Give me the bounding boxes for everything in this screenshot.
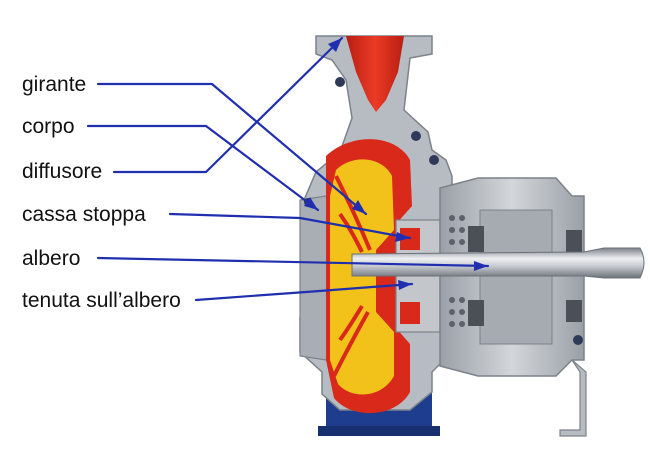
arrowhead-girante xyxy=(352,200,366,214)
arrowhead-corpo xyxy=(304,197,318,210)
pump-base-plate xyxy=(318,426,440,436)
leader-diffusore xyxy=(112,36,344,174)
leader-arrowheads xyxy=(304,38,488,290)
label-girante: girante xyxy=(22,73,86,96)
shaft xyxy=(351,247,645,279)
leader-albero xyxy=(96,256,490,268)
leader-girante xyxy=(96,82,368,216)
seal-ring-bottom xyxy=(400,302,420,324)
discharge-nozzle xyxy=(346,36,404,112)
leader-lines xyxy=(86,36,490,302)
arrowhead-albero xyxy=(474,261,488,271)
arrowhead-diffusore xyxy=(328,38,342,52)
support-bracket xyxy=(559,359,587,437)
arrowhead-cassa-stoppa xyxy=(395,232,410,242)
bearing-front-bottom xyxy=(468,300,484,326)
label-albero: albero xyxy=(22,247,80,270)
leader-corpo xyxy=(86,124,320,212)
bearing-ring-holes xyxy=(449,215,465,327)
label-diffusore: diffusore xyxy=(22,160,102,183)
bearing-rear-bottom xyxy=(566,300,582,322)
impeller xyxy=(330,159,394,395)
leader-tenuta xyxy=(194,282,414,302)
leader-cassa-stoppa xyxy=(168,212,412,240)
bearing-front-top xyxy=(468,226,484,252)
pump-illustration xyxy=(299,35,645,437)
bearing-housing-window xyxy=(479,209,553,345)
impeller-vane xyxy=(332,175,372,377)
label-corpo: corpo xyxy=(22,115,75,138)
arrowhead-tenuta xyxy=(398,280,412,290)
label-cassa-stoppa: cassa stoppa xyxy=(22,203,146,226)
bearing-rear-top xyxy=(566,230,582,252)
label-tenuta: tenuta sull’albero xyxy=(22,289,181,312)
labels: girante corpo diffusore cassa stoppa alb… xyxy=(22,73,181,312)
